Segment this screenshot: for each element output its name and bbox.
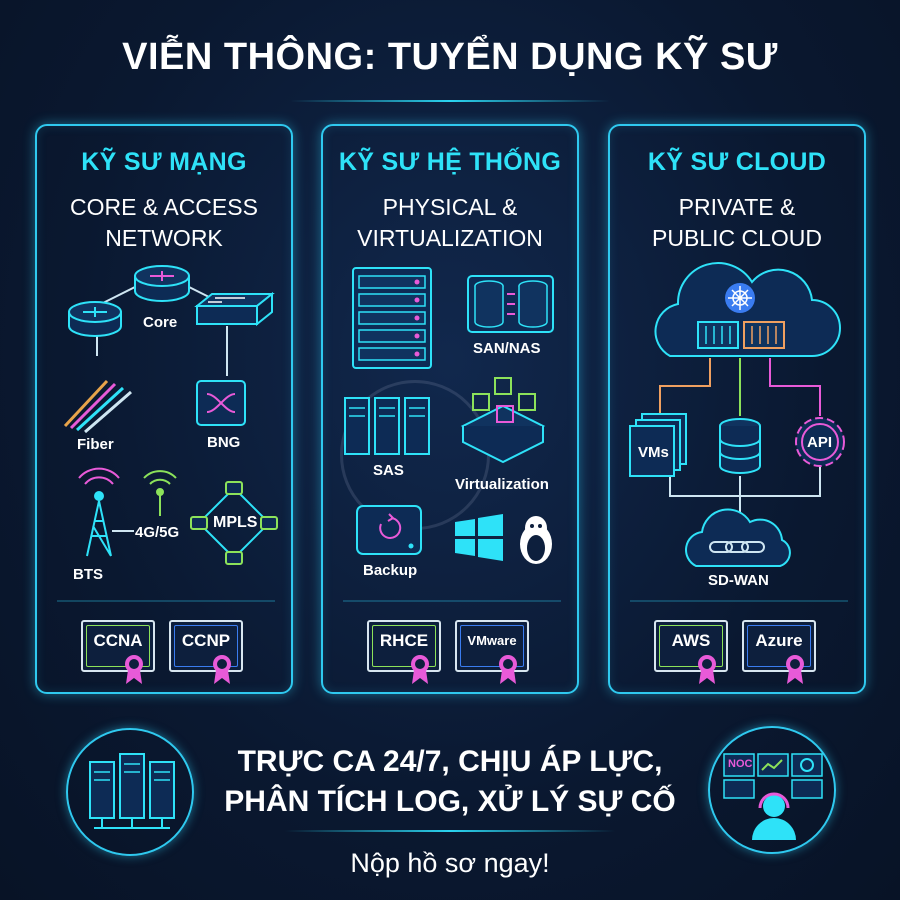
duties-line-1: TRỰC CA 24/7, CHỊU ÁP LỰC, bbox=[237, 745, 663, 778]
cert-badge: RHCE bbox=[367, 620, 441, 684]
panel-title: KỸ SƯ MẠNG bbox=[81, 148, 247, 176]
vm-stack-icon bbox=[629, 413, 687, 477]
virtualization-cubes-icon bbox=[460, 377, 546, 464]
cert-badge: CCNP bbox=[169, 620, 243, 684]
panel-subtitle: PHYSICAL & VIRTUALIZATION bbox=[323, 192, 577, 254]
panel-system-engineer: KỸ SƯ HỆ THỐNG PHYSICAL & VIRTUALIZATION bbox=[321, 124, 579, 694]
subtitle-line-1: CORE & ACCESS bbox=[70, 194, 258, 220]
api-gear-icon bbox=[795, 417, 845, 467]
access-router-icon bbox=[68, 301, 122, 337]
cert-label: Azure bbox=[755, 631, 803, 650]
label-sas: SAS bbox=[373, 462, 404, 479]
server-circle-badge bbox=[66, 728, 194, 856]
fiber-icon bbox=[63, 379, 132, 434]
sdwan-cloud-icon bbox=[685, 508, 791, 567]
cert-badge: Azure bbox=[742, 620, 816, 684]
bottom-divider bbox=[285, 830, 615, 832]
sas-server-icon bbox=[344, 397, 430, 455]
ribbon-seal-icon bbox=[786, 655, 804, 684]
label-sdwan: SD-WAN bbox=[708, 572, 769, 589]
panel-subtitle: PRIVATE & PUBLIC CLOUD bbox=[610, 192, 864, 254]
network-diagram bbox=[57, 265, 278, 602]
mpls-ring-icon bbox=[190, 481, 278, 565]
cert-badge: VMware bbox=[455, 620, 529, 684]
subtitle-line-2: NETWORK bbox=[105, 225, 223, 251]
server-towers-icon bbox=[89, 753, 175, 829]
storage-cylinder-icon bbox=[467, 275, 554, 333]
cert-label: VMware bbox=[467, 633, 517, 648]
cert-label: CCNA bbox=[93, 631, 143, 650]
subtitle-line-2: PUBLIC CLOUD bbox=[652, 225, 822, 251]
subtitle-line-1: PRIVATE & bbox=[678, 194, 796, 220]
linux-logo-icon bbox=[520, 516, 552, 564]
duties-text: TRỰC CA 24/7, CHỊU ÁP LỰC, PHÂN TÍCH LOG… bbox=[180, 742, 720, 822]
label-fiber: Fiber bbox=[77, 436, 114, 453]
cert-label: RHCE bbox=[379, 631, 429, 650]
noc-label: NOC bbox=[728, 758, 753, 770]
label-backup: Backup bbox=[363, 562, 418, 579]
label-vms: VMs bbox=[638, 444, 669, 461]
label-bng: BNG bbox=[207, 434, 241, 451]
panel-title: KỸ SƯ HỆ THỐNG bbox=[338, 148, 562, 176]
cloud-diagram bbox=[629, 262, 848, 602]
panel-network-engineer: KỸ SƯ MẠNG CORE & ACCESS NETWORK bbox=[35, 124, 293, 694]
title-divider bbox=[290, 100, 610, 102]
panel-title: KỸ SƯ CLOUD bbox=[647, 148, 827, 176]
panel-cloud-engineer: KỸ SƯ CLOUD PRIVATE & PUBLIC CLOUD bbox=[608, 124, 866, 694]
label-san-nas: SAN/NAS bbox=[473, 340, 541, 357]
cert-label: CCNP bbox=[181, 631, 231, 650]
windows-logo-icon bbox=[455, 514, 503, 561]
ribbon-seal-icon bbox=[213, 655, 231, 684]
label-core: Core bbox=[143, 314, 178, 331]
label-bts: BTS bbox=[73, 566, 103, 583]
panel-subtitle: CORE & ACCESS NETWORK bbox=[37, 192, 291, 254]
antenna-icon bbox=[143, 470, 177, 516]
subtitle-line-2: VIRTUALIZATION bbox=[357, 225, 543, 251]
label-api: API bbox=[807, 434, 833, 451]
cert-badge: AWS bbox=[654, 620, 728, 684]
ribbon-seal-icon bbox=[698, 655, 716, 684]
label-mpls: MPLS bbox=[213, 514, 258, 531]
core-router-icon bbox=[134, 265, 190, 302]
switch-icon bbox=[194, 291, 275, 327]
cert-label: AWS bbox=[671, 631, 711, 650]
page-title: VIỄN THÔNG: TUYỂN DỤNG KỸ SƯ bbox=[122, 36, 778, 78]
subtitle-line-1: PHYSICAL & bbox=[382, 194, 518, 220]
call-to-action[interactable]: Nộp hồ sơ ngay! bbox=[350, 848, 550, 878]
server-rack-icon bbox=[352, 267, 432, 369]
label-4g5g: 4G/5G bbox=[135, 524, 180, 541]
container-icon bbox=[697, 321, 785, 349]
ribbon-seal-icon bbox=[125, 655, 143, 684]
ribbon-seal-icon bbox=[411, 655, 429, 684]
database-icon bbox=[719, 418, 761, 474]
bng-icon bbox=[196, 380, 246, 426]
noc-operator-icon bbox=[723, 753, 823, 840]
cert-badge: CCNA bbox=[81, 620, 155, 684]
bts-tower-icon bbox=[78, 467, 120, 557]
system-diagram bbox=[343, 267, 561, 602]
duties-line-2: PHÂN TÍCH LOG, XỬ LÝ SỰ CỐ bbox=[224, 785, 676, 818]
label-virtualization: Virtualization bbox=[455, 476, 549, 493]
backup-drive-icon bbox=[356, 505, 422, 555]
noc-circle-badge: NOC bbox=[708, 726, 836, 854]
ribbon-seal-icon bbox=[499, 655, 517, 684]
